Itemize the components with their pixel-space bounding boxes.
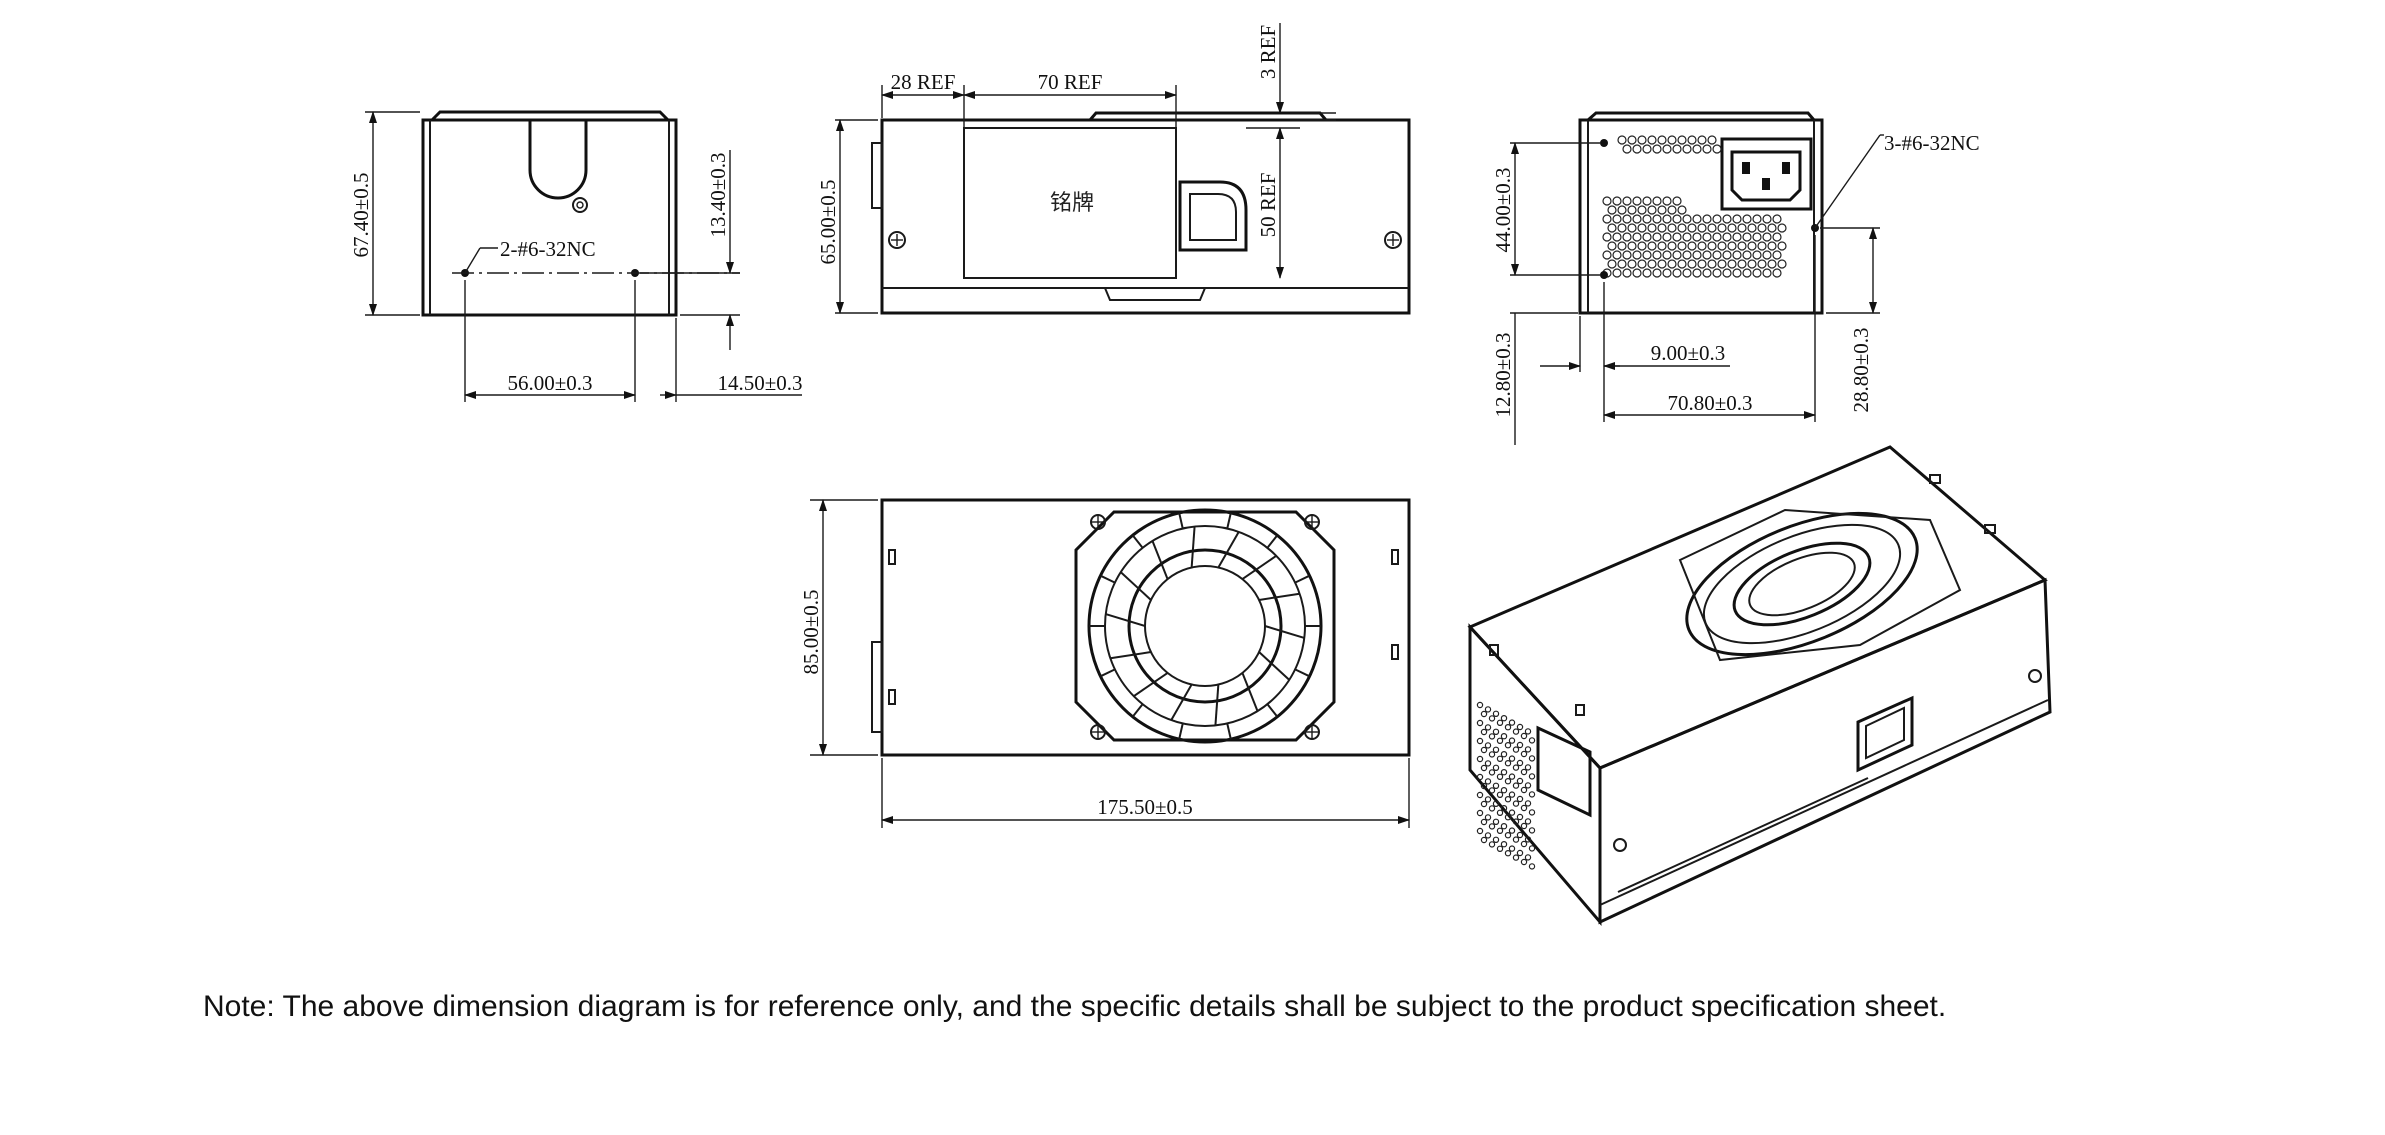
isometric-view [1467, 445, 2052, 927]
handle-icon [1178, 180, 1248, 252]
left-view-top-flange [430, 110, 670, 122]
iso-vent-grille [1476, 701, 1536, 870]
left-hole-height-dim: 13.40±0.3 [706, 152, 730, 237]
right-hole-vertical-dim: 44.00±0.3 [1491, 167, 1515, 252]
left-screw-callout: 2-#6-32NC [500, 237, 596, 261]
right-hole-right-dim: 28.80±0.3 [1849, 327, 1873, 412]
iso-side-face [1598, 577, 2052, 925]
bottom-width-dim: 85.00±0.5 [799, 589, 823, 674]
bottom-length-dim: 175.50±0.5 [1097, 795, 1193, 819]
right-screw-callout: 3-#6-32NC [1884, 131, 1980, 155]
right-hole-span-dim: 70.80±0.3 [1667, 391, 1752, 415]
mount-hole-icon [1600, 139, 1608, 147]
front-height-dim: 65.00±0.5 [816, 179, 840, 264]
bottom-fan-view: 85.00±0.5 175.50±0.5 [799, 498, 1411, 828]
iso-handle-icon [1856, 695, 1914, 773]
right-hole-bottom-dim: 12.80±0.3 [1491, 332, 1515, 417]
fan-icon [1087, 508, 1323, 744]
right-view-body [1578, 118, 1824, 315]
bottom-view-body [880, 498, 1411, 757]
right-end-view: 3-#6-32NC 44.00±0.3 12.80±0.3 9.00±0.3 7… [1491, 111, 1980, 445]
screw-icon [1613, 838, 1627, 852]
fan-screw-icons [1090, 514, 1320, 740]
left-view-screw-icon [572, 197, 588, 213]
left-view-body [421, 118, 678, 317]
nameplate-area [963, 127, 1177, 279]
right-hole-offset-dim: 9.00±0.3 [1651, 341, 1726, 365]
iso-end-face [1468, 623, 1602, 927]
left-view-handle-slot [528, 120, 588, 200]
left-end-view: 2-#6-32NC 67.40±0.5 56.00±0.3 14.50±0.3 … [349, 110, 803, 402]
ref-28-dim: 28 REF [891, 70, 956, 94]
reference-note: Note: The above dimension diagram is for… [203, 990, 1947, 1023]
ac-inlet-icon [1720, 137, 1813, 211]
front-view-body [880, 118, 1411, 315]
left-height-dim: 67.40±0.5 [349, 172, 373, 257]
fan-guard [1074, 510, 1336, 742]
front-side-view: 铭牌 28 REF 70 REF 3 REF 50 REF 65.00±0.5 [816, 23, 1411, 315]
iso-ac-inlet-icon [1536, 725, 1592, 818]
mount-hole-icon [1600, 271, 1608, 279]
vent-grille [1602, 135, 1787, 278]
front-side-tab [871, 142, 883, 209]
left-hole-edge-dim: 14.50±0.3 [717, 371, 802, 395]
screw-icon [2028, 669, 2042, 683]
nameplate-label: 铭牌 [1050, 191, 1094, 216]
left-hole-spacing-dim: 56.00±0.3 [507, 371, 592, 395]
screw-icon [888, 231, 906, 249]
front-view-top-flange [1088, 111, 1328, 121]
ref-3-dim: 3 REF [1256, 25, 1280, 79]
ref-70-dim: 70 REF [1038, 70, 1103, 94]
ref-50-dim: 50 REF [1256, 173, 1280, 238]
iso-fan-icon [1678, 508, 1962, 662]
screw-icon [1384, 231, 1402, 249]
